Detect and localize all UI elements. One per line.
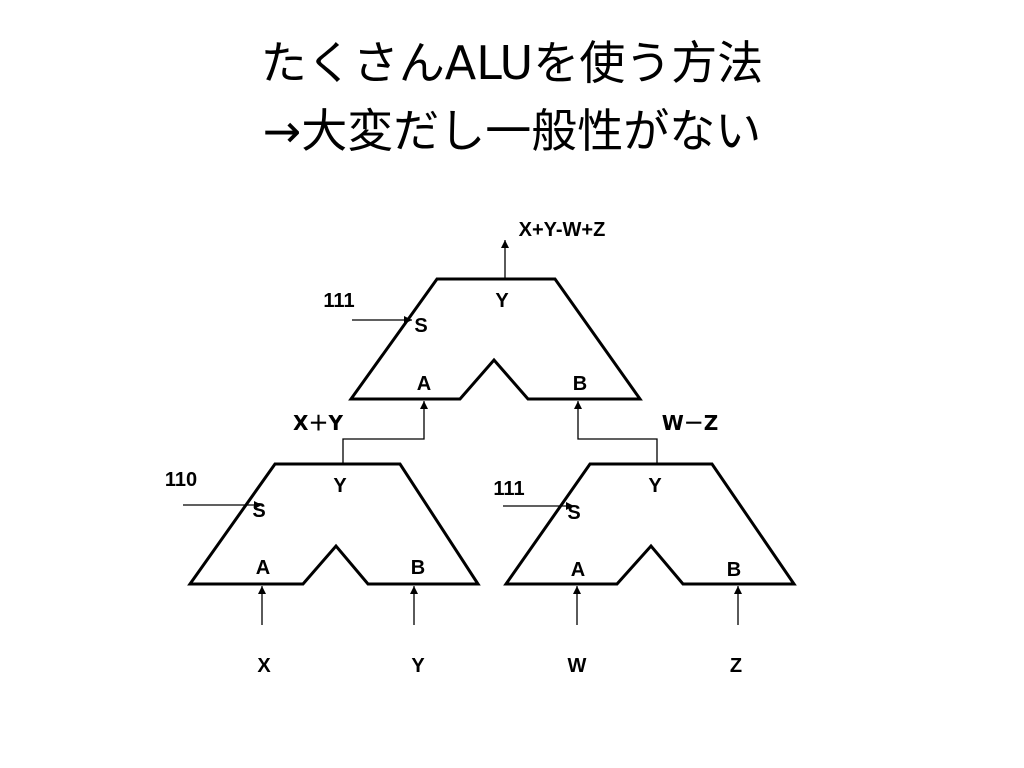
input-label-x: X: [257, 655, 271, 677]
left-alu-port-b: B: [411, 557, 425, 579]
left-result-label: X＋Y: [293, 411, 343, 435]
left-alu-port-y: Y: [333, 475, 347, 497]
right-result-label: W－Z: [662, 411, 719, 435]
top-alu-select-code: 111: [323, 290, 354, 312]
right-to-top-wire: [574, 401, 658, 464]
top-alu-port-s: S: [414, 315, 427, 337]
top-alu-port-a: A: [417, 373, 431, 395]
right-alu-port-a: A: [571, 559, 585, 581]
left-alu-outline: [187, 462, 481, 586]
input-label-y: Y: [411, 655, 425, 677]
top-alu-port-y: Y: [495, 290, 509, 312]
top-alu-port-b: B: [573, 373, 587, 395]
left-alu: Y S A B 110: [165, 462, 481, 586]
right-alu: Y S A B 111: [493, 462, 797, 586]
right-alu-select-code: 111: [493, 478, 524, 500]
title-line-1: たくさんALUを使う方法: [260, 36, 764, 90]
top-alu: Y S A B 111 X+Y-W+Z: [323, 219, 643, 401]
right-alu-outline: [503, 462, 797, 586]
left-alu-select-code: 110: [165, 469, 197, 491]
title-line-2: →大変だし一般性がない: [262, 104, 762, 158]
output-label: X+Y-W+Z: [519, 219, 606, 241]
right-alu-port-s: S: [567, 502, 580, 524]
left-to-top-wire: [342, 401, 428, 464]
right-alu-port-y: Y: [648, 475, 662, 497]
right-alu-port-b: B: [727, 559, 741, 581]
top-alu-outline: [348, 277, 643, 401]
left-alu-port-a: A: [256, 557, 270, 579]
left-alu-port-s: S: [252, 500, 265, 522]
input-label-z: Z: [730, 655, 742, 677]
input-label-w: W: [568, 655, 587, 677]
